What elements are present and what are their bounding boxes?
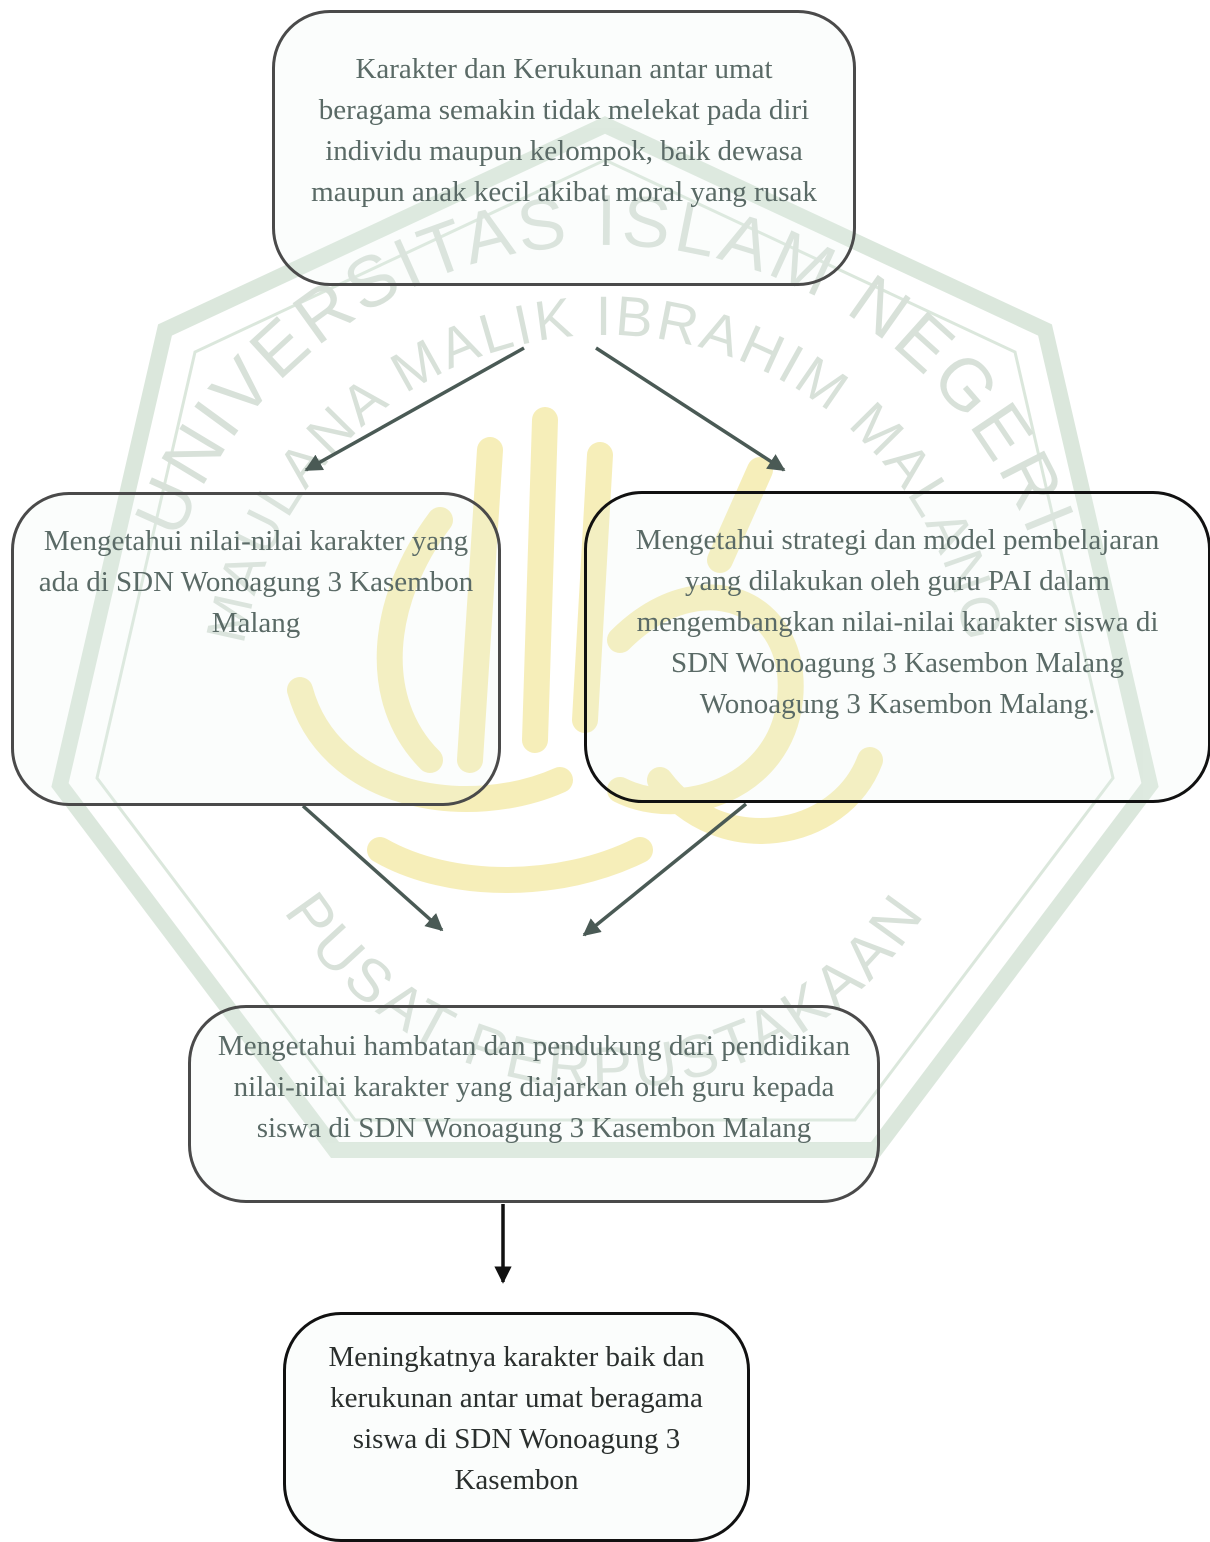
node-obstacles-supports: Mengetahui hambatan dan pendukung dari p… bbox=[188, 1005, 880, 1203]
node-problem-statement: Karakter dan Kerukunan antar umat beraga… bbox=[272, 10, 856, 286]
watermark-calligraphy bbox=[287, 407, 883, 893]
arrow-top-to-right bbox=[595, 346, 786, 472]
node-outcome: Meningkatnya karakter baik dan kerukunan… bbox=[283, 1312, 750, 1542]
node-character-values-text: Mengetahui nilai-nilai karakter yang ada… bbox=[38, 525, 474, 639]
watermark-heptagon bbox=[51, 116, 1159, 1158]
node-learning-strategy: Mengetahui strategi dan model pembelajar… bbox=[584, 491, 1210, 803]
arrow-right-to-middle bbox=[582, 802, 748, 937]
node-obstacles-supports-text: Mengetahui hambatan dan pendukung dari p… bbox=[217, 1030, 851, 1144]
arrow-left-to-middle bbox=[301, 804, 444, 932]
arrow-top-to-left bbox=[304, 346, 525, 472]
node-character-values: Mengetahui nilai-nilai karakter yang ada… bbox=[11, 492, 501, 806]
node-problem-statement-text: Karakter dan Kerukunan antar umat beraga… bbox=[311, 53, 817, 208]
node-outcome-text: Meningkatnya karakter baik dan kerukunan… bbox=[328, 1341, 705, 1496]
node-learning-strategy-text: Mengetahui strategi dan model pembelajar… bbox=[635, 524, 1160, 720]
